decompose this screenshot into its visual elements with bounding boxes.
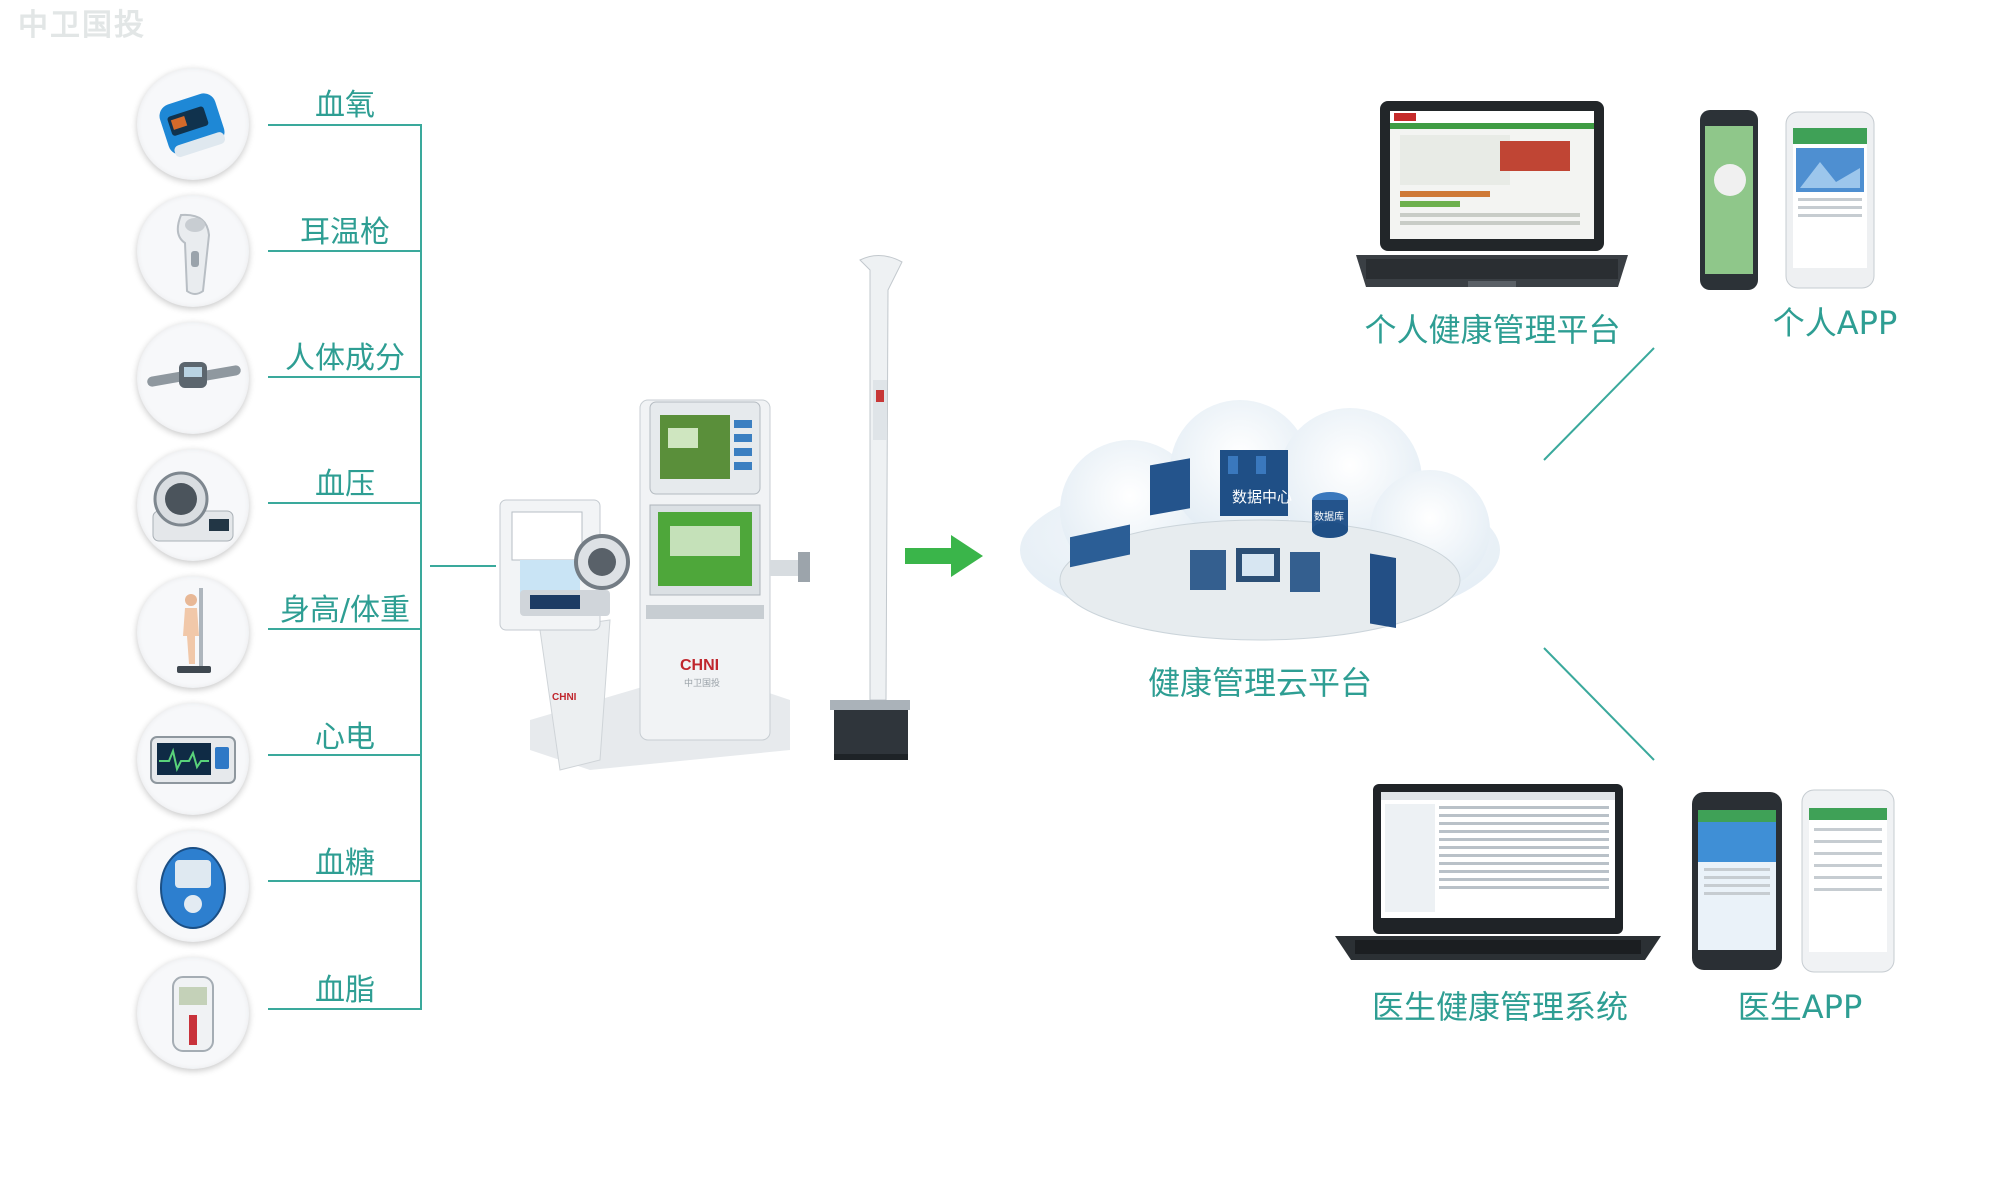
doctor-phones (1680, 788, 1910, 978)
cloud-icon (1020, 400, 1500, 641)
height-weight-icon (177, 588, 211, 673)
device-blood-pressure (137, 449, 249, 561)
personal-platform-label: 个人健康管理平台 (1364, 311, 1621, 349)
device-label: 心电 (315, 720, 375, 755)
device-label: 血氧 (315, 88, 375, 123)
lipid-meter-icon (172, 976, 214, 1052)
svg-text:CHNI: CHNI (552, 692, 577, 703)
ecg-icon (150, 736, 236, 784)
datacenter-label: 数据中心 (1232, 488, 1293, 506)
oximeter-icon (159, 93, 226, 158)
personal-app-label: 个人APP (1772, 304, 1898, 342)
cloud-platform-label: 健康管理云平台 (1147, 664, 1372, 702)
laptop-icon (1356, 101, 1628, 287)
cloud-platform: 数据中心 数据库 健康管理云平台 (1010, 400, 1510, 720)
device-lipid-meter (137, 957, 249, 1069)
device-ear-thermometer (137, 195, 249, 307)
health-kiosk-illustration: CHNI CHNI 中卫国投 (499, 255, 910, 771)
device-list: 血氧 耳温枪 人体成分 血压 (0, 0, 496, 1100)
watermark: 中卫国投 (18, 8, 146, 43)
cloud-connectors (1543, 347, 1655, 761)
device-label: 人体成分 (285, 341, 405, 376)
doctor-app-label: 医生APP (1737, 988, 1863, 1026)
device-label: 身高/体重 (279, 593, 411, 628)
flow-arrow-icon (905, 535, 983, 577)
phone-icon (1692, 789, 1895, 973)
phone-icon (1700, 110, 1875, 290)
doctor-system-laptop (1325, 778, 1670, 978)
body-composition-icon (147, 362, 241, 388)
device-oximeter (137, 68, 249, 180)
health-kiosk: CHNI CHNI 中卫国投 (490, 250, 930, 780)
ear-thermometer-icon (176, 213, 211, 295)
personal-platform-laptop (1350, 95, 1635, 305)
device-label: 血压 (315, 467, 375, 502)
device-bracket-line (420, 124, 422, 1010)
device-label: 血脂 (315, 973, 375, 1008)
device-label: 血糖 (315, 846, 375, 881)
database-label: 数据库 (1314, 512, 1344, 523)
kiosk-brand-sub: 中卫国投 (684, 677, 720, 688)
device-body-composition (137, 322, 249, 434)
personal-phones (1690, 108, 1920, 298)
device-to-kiosk-line (430, 565, 496, 567)
kiosk-brand: CHNI (680, 657, 719, 674)
glucose-meter-icon (160, 847, 226, 929)
device-height-weight (137, 576, 249, 688)
device-glucose-meter (137, 830, 249, 942)
device-label: 耳温枪 (300, 215, 390, 250)
blood-pressure-icon (152, 471, 234, 542)
device-ecg (137, 703, 249, 815)
laptop-icon (1335, 784, 1661, 960)
doctor-system-label: 医生健康管理系统 (1371, 988, 1628, 1026)
